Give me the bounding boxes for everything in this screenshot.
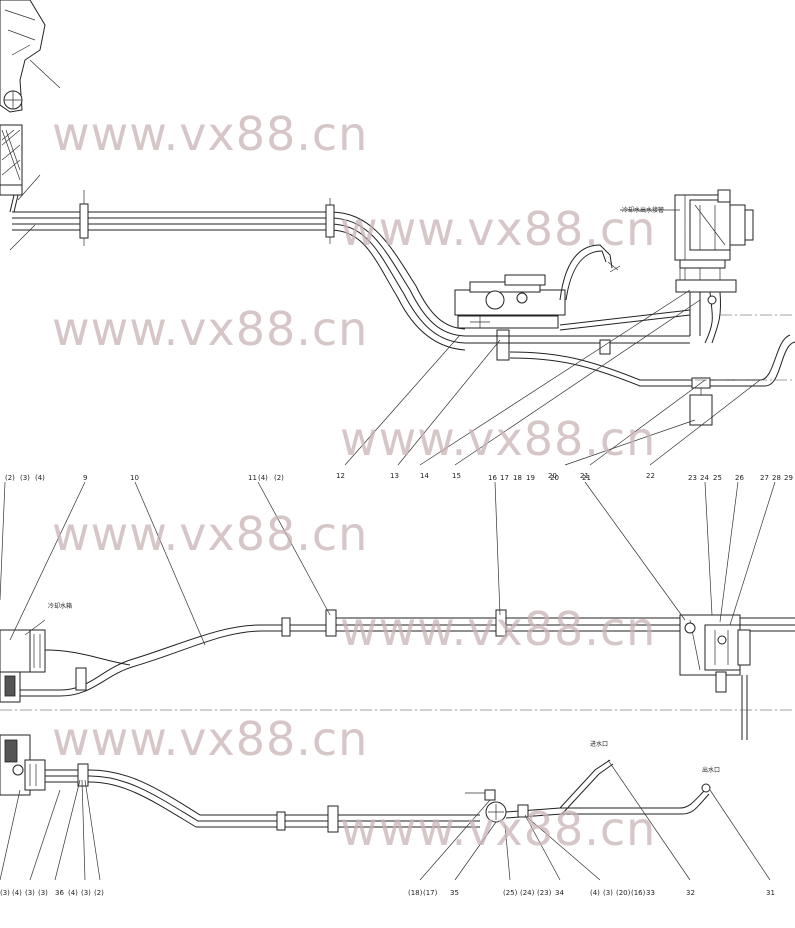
- callout-b17: (3): [603, 889, 613, 897]
- watermark-7: www.vx88.cn: [52, 712, 368, 766]
- note-mid-left: 冷却水箱: [48, 602, 72, 610]
- note-port-left: 进水口: [590, 740, 608, 748]
- callout-24: 24: [700, 474, 709, 482]
- callout-b4: (3): [38, 889, 48, 897]
- callout-b7: (3): [81, 889, 91, 897]
- watermark-2: www.vx88.cn: [340, 202, 656, 256]
- callout-36: 36: [55, 889, 64, 897]
- callout-b10: (17): [423, 889, 438, 897]
- callout-35: 35: [450, 889, 459, 897]
- callout-32: 32: [686, 889, 695, 897]
- callout-m3: (4): [35, 474, 45, 482]
- top-view: [0, 0, 795, 466]
- watermark-5: www.vx88.cn: [52, 507, 368, 561]
- note-port-right: 出水口: [702, 766, 720, 774]
- callout-b1: (3): [0, 889, 10, 897]
- callout-b12: (25): [503, 889, 518, 897]
- callout-33: 33: [646, 889, 655, 897]
- callout-25: 25: [713, 474, 722, 482]
- callout-b6: (4): [68, 889, 78, 897]
- callout-b3: (3): [25, 889, 35, 897]
- callout-b16: (4): [590, 889, 600, 897]
- callout-b2: (4): [12, 889, 22, 897]
- callout-16: 16: [488, 474, 497, 482]
- watermark-8: www.vx88.cn: [340, 802, 656, 856]
- callout-19: 19: [526, 474, 535, 482]
- callout-b9: (18): [408, 889, 423, 897]
- callout-27: 27: [760, 474, 769, 482]
- callout-22: 22: [646, 472, 655, 480]
- callout-28: 28: [772, 474, 781, 482]
- callout-34: 34: [555, 889, 564, 897]
- callout-29: 29: [784, 474, 793, 482]
- callout-21: 21: [582, 474, 591, 482]
- callout-15: 15: [452, 472, 461, 480]
- callout-b13: (24): [520, 889, 535, 897]
- watermark-1: www.vx88.cn: [52, 107, 368, 161]
- watermark-3: www.vx88.cn: [52, 302, 368, 356]
- callout-13: 13: [390, 472, 399, 480]
- callout-b18: (20): [616, 889, 631, 897]
- callout-17: 17: [500, 474, 509, 482]
- callout-18: 18: [513, 474, 522, 482]
- callout-b14: (23): [537, 889, 552, 897]
- note-top-right: 冷却水出水接管: [622, 206, 664, 214]
- callout-10: 10: [130, 474, 139, 482]
- callout-12: 12: [336, 472, 345, 480]
- callout-m1: (2): [5, 474, 15, 482]
- watermark-6: www.vx88.cn: [340, 602, 656, 656]
- middle-view: [0, 481, 795, 740]
- callout-26: 26: [735, 474, 744, 482]
- callout-9: 9: [83, 474, 87, 482]
- callout-14: 14: [420, 472, 429, 480]
- callout-b19: (16): [631, 889, 646, 897]
- bottom-view: [0, 734, 771, 881]
- callout-11: 11: [248, 474, 257, 482]
- callout-m-4: (4): [258, 474, 268, 482]
- watermark-4: www.vx88.cn: [340, 412, 656, 466]
- callout-m2: (3): [20, 474, 30, 482]
- callout-20-top: 20: [548, 472, 557, 480]
- callout-b8: (2): [94, 889, 104, 897]
- callout-31: 31: [766, 889, 775, 897]
- callout-m-2: (2): [274, 474, 284, 482]
- callout-23: 23: [688, 474, 697, 482]
- callout-21-top: 21: [580, 472, 589, 480]
- callout-20: 20: [550, 474, 559, 482]
